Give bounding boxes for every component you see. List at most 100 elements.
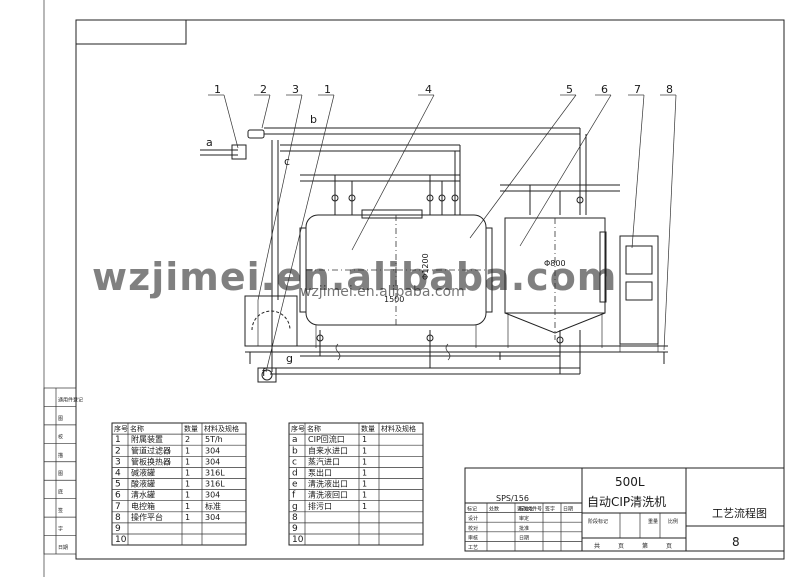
port-cell: 1 — [362, 491, 367, 500]
title-role: 设计 — [468, 515, 478, 522]
corner-box — [75, 19, 187, 45]
title-block: 500L 自动CIP清洗机 SPS/156 工艺流程图 8 标记处数更改文件号签… — [464, 467, 785, 552]
title-mid-cell: 标准化 — [519, 506, 534, 513]
port-cell: 自来水进口 — [308, 445, 348, 455]
callout-1b: 1 — [324, 83, 331, 96]
parts-cell: 10 — [115, 535, 127, 545]
pipe-label-g: g — [286, 352, 293, 365]
callouts: 1 2 3 1 4 5 6 7 8 — [208, 83, 677, 373]
parts-cell: 4 — [115, 469, 121, 479]
parts-cell: 304 — [205, 446, 220, 455]
title-mid-cell: 批准 — [519, 525, 529, 532]
watermark-sub: wzjimei.en.alibaba.com — [300, 284, 465, 300]
pipe-label-c: c — [284, 155, 290, 168]
parts-cell: 1 — [185, 513, 190, 522]
port-header: 序号 — [291, 424, 305, 433]
parts-cell: 8 — [115, 513, 121, 523]
port-cell: 9 — [292, 524, 298, 534]
parts-cell: 清水罐 — [131, 490, 155, 500]
parts-cell: 304 — [205, 491, 220, 500]
parts-cell: 1 — [185, 469, 190, 478]
drawing-title: 工艺流程图 — [712, 506, 767, 520]
callout-7: 7 — [634, 83, 641, 96]
valve-1 — [231, 144, 247, 160]
title-name: 自动CIP清洗机 — [587, 495, 666, 509]
port-cell: 8 — [292, 513, 298, 523]
title-mid-cell: 审定 — [519, 515, 529, 522]
parts-cell: 酸液罐 — [131, 479, 155, 489]
port-cell: 蒸汽进口 — [308, 456, 340, 466]
side-table-cell: 描 — [58, 452, 63, 459]
callout-8: 8 — [666, 83, 673, 96]
parts-cell: 9 — [115, 524, 121, 534]
port-header: 材料及规格 — [381, 424, 416, 433]
port-cell: g — [292, 502, 298, 512]
title-role: 校对 — [468, 525, 478, 532]
sheet-number: 8 — [732, 535, 740, 549]
tank-1: Φ1200 1500 — [299, 209, 493, 348]
side-table-cell: 字 — [58, 526, 63, 533]
title-mid-cell: 日期 — [519, 535, 529, 541]
parts-cell: 316L — [205, 480, 225, 489]
parts-cell: 标准 — [205, 501, 221, 511]
parts-cell: 1 — [185, 491, 190, 500]
callout-6: 6 — [601, 83, 608, 96]
side-table-cell: 通用件登记 — [58, 396, 83, 403]
parts-cell: 管道过滤器 — [131, 445, 171, 455]
side-table-cell: 校 — [58, 433, 63, 440]
parts-cell: 1 — [115, 435, 121, 445]
dim-height: Φ1200 — [421, 253, 430, 280]
callout-1a: 1 — [214, 83, 221, 96]
parts-cell: 1 — [185, 502, 190, 511]
parts-cell: 1 — [185, 446, 190, 455]
title-sheet-cell: 共 — [594, 542, 600, 550]
title-sign-cell: 日期 — [563, 507, 573, 513]
port-cell: 1 — [362, 502, 367, 511]
parts-cell: 碱液罐 — [131, 468, 155, 478]
port-cell: 清洗液回口 — [308, 490, 348, 500]
title-sheet-cell: 页 — [618, 543, 624, 550]
title-sign-cell: 更改文件号 — [517, 506, 542, 513]
pipe-label-b: b — [310, 113, 317, 126]
port-header: 名称 — [307, 424, 321, 433]
heat-exchanger-3 — [244, 295, 298, 347]
port-cell: f — [292, 491, 296, 501]
port-cell: 1 — [362, 457, 367, 466]
port-cell: 泵出口 — [308, 468, 332, 478]
port-cell: 1 — [362, 435, 367, 444]
parts-cell: 5 — [115, 480, 121, 490]
parts-cell: 2 — [185, 435, 190, 444]
parts-cell: 2 — [115, 446, 121, 456]
pump — [257, 367, 277, 383]
title-right-hdr: 重量 — [648, 518, 658, 525]
parts-header: 序号 — [114, 424, 128, 433]
parts-cell: 304 — [205, 513, 220, 522]
title-role: 工艺 — [468, 545, 478, 551]
port-cell: 1 — [362, 480, 367, 489]
dim-length: 1500 — [384, 295, 404, 304]
port-header: 数量 — [361, 424, 375, 433]
title-right-hdr: 比例 — [668, 518, 678, 525]
control-box-7 — [619, 235, 659, 352]
port-cell: a — [292, 435, 298, 445]
title-capacity: 500L — [615, 475, 645, 489]
callout-4: 4 — [425, 83, 432, 96]
parts-cell: 管板换热器 — [131, 456, 171, 466]
port-cell: 排污口 — [308, 501, 332, 511]
title-sign-cell: 处数 — [489, 506, 499, 513]
pipe-label-f: f — [262, 366, 267, 379]
port-cell: 1 — [362, 469, 367, 478]
title-sheet-cell: 第 — [642, 542, 648, 550]
watermark-main: wzjimei.en.alibaba.com — [92, 255, 617, 299]
port-cell: e — [292, 480, 298, 490]
pipe-label-a: a — [206, 136, 213, 149]
port-cell: CIP回流口 — [308, 434, 345, 444]
port-cell: 10 — [292, 535, 304, 545]
port-cell: c — [292, 457, 297, 467]
dim-tank2: Φ800 — [544, 259, 566, 268]
side-table-cell: 图 — [58, 416, 63, 422]
side-table-cell: 底 — [58, 489, 63, 496]
parts-cell: 1 — [185, 480, 190, 489]
